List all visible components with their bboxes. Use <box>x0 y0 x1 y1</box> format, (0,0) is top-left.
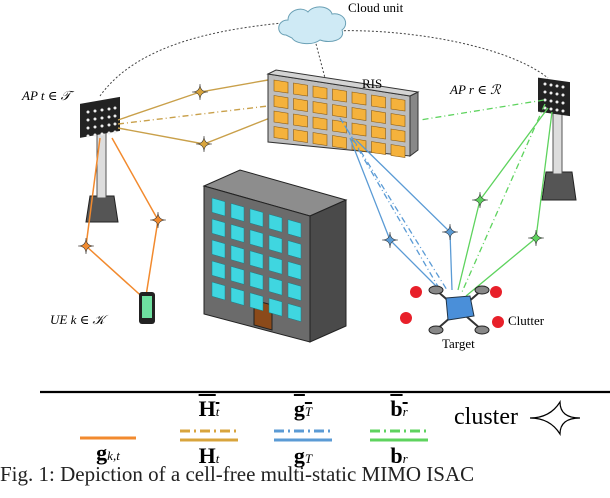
building-window <box>211 197 226 217</box>
ris-element <box>312 132 328 146</box>
cluster-icon <box>527 229 545 247</box>
cluster-icon <box>381 231 399 249</box>
building-windows <box>211 197 302 322</box>
ris-element <box>273 79 289 94</box>
ris-element <box>351 107 367 121</box>
building-window <box>249 208 264 228</box>
building-window <box>211 260 226 280</box>
target-label: Target <box>442 336 475 351</box>
ris-element <box>293 129 308 143</box>
ris-element <box>371 110 386 124</box>
cluster-icon <box>471 191 489 209</box>
ap-r-target-links <box>419 99 553 297</box>
building-window <box>230 266 245 285</box>
ris-element <box>390 97 406 112</box>
legend-g-kt: gk,t <box>96 440 120 465</box>
ris-element <box>351 91 367 106</box>
ap-t-tower <box>80 96 120 223</box>
figure-caption: Fig. 1: Depiction of a cell-free multi-s… <box>0 462 475 486</box>
building <box>202 169 348 343</box>
building-window <box>287 219 302 238</box>
legend-b-r: br br <box>390 396 408 468</box>
building-window <box>268 297 283 317</box>
building-window <box>230 245 245 264</box>
building-window <box>230 224 245 243</box>
building-window <box>287 261 302 280</box>
clutter-icons <box>400 286 504 328</box>
building-window <box>249 292 264 312</box>
building-window <box>287 303 302 322</box>
ris-element <box>390 113 406 127</box>
building-window <box>249 271 264 291</box>
legend-cluster-label: cluster <box>454 404 518 430</box>
ris-label: RIS <box>362 76 383 91</box>
cluster-icon <box>441 223 459 241</box>
legend-g-t: gT gT <box>293 396 313 468</box>
building-window <box>287 282 302 301</box>
ris-element <box>332 104 347 118</box>
ris-element <box>273 126 289 140</box>
clutter-label: Clutter <box>508 313 545 328</box>
ris-elements <box>273 79 406 158</box>
ris-element <box>390 128 406 143</box>
legend-cluster-icon <box>529 399 581 437</box>
ris-element <box>371 125 386 140</box>
building-window <box>268 234 283 254</box>
ris-element <box>293 98 308 112</box>
backhaul-links <box>99 21 549 97</box>
ue-label: UE k ∈ 𝒦 <box>50 312 105 327</box>
scatter-clusters <box>77 83 545 255</box>
ris-element <box>312 116 328 131</box>
cluster-icon <box>77 237 95 255</box>
ris-element <box>273 95 289 109</box>
ris-element <box>371 141 386 155</box>
ap-r-antenna-icon <box>543 82 565 113</box>
building-window <box>211 239 226 259</box>
ris-element <box>332 119 347 134</box>
ris-element <box>351 122 367 137</box>
building-window <box>249 229 264 249</box>
cluster-icon <box>195 135 213 153</box>
ap-t-antenna-icon <box>86 106 117 138</box>
ris-element <box>293 82 308 97</box>
cloud-icon <box>278 6 347 45</box>
building-window <box>268 213 283 233</box>
ris-element <box>390 144 406 158</box>
ris-element <box>312 85 328 100</box>
ap-t-label: AP t ∈ 𝒯 <box>22 88 71 103</box>
ris-element <box>332 88 347 103</box>
target-drone-icon <box>428 285 490 335</box>
ris-element <box>371 94 386 109</box>
ris-element <box>312 101 328 115</box>
building-window <box>287 240 302 259</box>
ap-r-label: AP r ∈ ℛ <box>450 82 501 97</box>
ue-phone-icon <box>139 292 155 324</box>
building-window <box>230 287 245 306</box>
building-window <box>268 255 283 275</box>
building-window <box>230 203 245 222</box>
cluster-icon <box>149 211 167 229</box>
building-window <box>211 281 226 301</box>
ris-element <box>293 113 308 128</box>
ap-ris-links <box>117 79 271 145</box>
legend-lines <box>80 429 428 442</box>
ris-element <box>332 135 347 149</box>
building-window <box>268 276 283 296</box>
ris-element <box>273 110 289 125</box>
cloud-label: Cloud unit <box>348 0 404 15</box>
cluster-icon <box>191 83 209 101</box>
building-window <box>249 250 264 270</box>
legend-h-t: Ht Ht <box>198 396 220 468</box>
building-window <box>211 218 226 238</box>
